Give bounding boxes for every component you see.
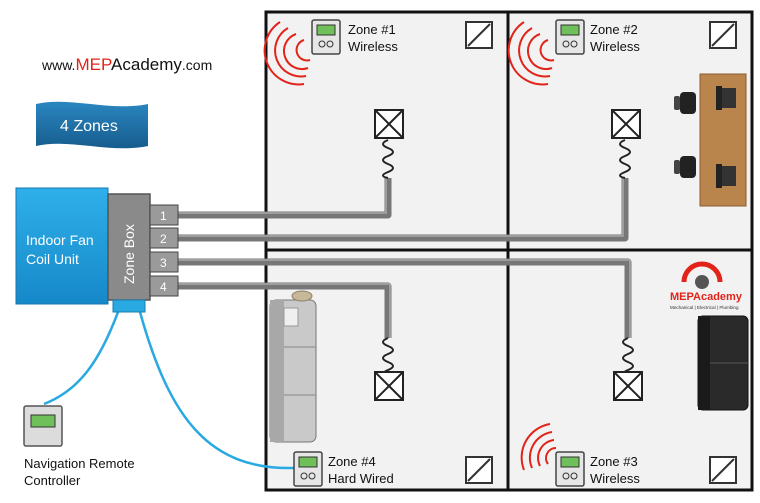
port-label: 3 [160,256,167,270]
port-label: 4 [160,280,167,294]
duct-zone-4 [178,282,392,338]
banner-label: 4 Zones [60,118,118,135]
diffusers [374,109,643,401]
thermostat-icon [311,19,341,55]
zone-2-type: Wireless [590,39,640,54]
zone-box-ports: 1 2 3 4 [149,204,179,297]
fan-coil-line-2: Coil Unit [26,251,79,267]
logo-subtitle: Mechanical | Electrical | Plumbing [670,305,739,310]
floor-plan [264,10,754,492]
wireless-signal-icon [520,423,557,471]
diffuser-icon [374,371,404,401]
duct-zone-1 [178,178,392,219]
switch-icon [465,456,493,484]
remote-line-1: Navigation Remote [24,456,135,471]
flex-coil [382,139,394,179]
fan-coil-unit: Indoor Fan Coil Unit [15,187,109,305]
website-academy: Academy [111,55,182,74]
wireless-signals [263,21,557,471]
remote-controller-icon [23,405,63,447]
control-wires [43,311,295,470]
office-chair-icon [674,156,696,178]
diffuser-icon [611,109,641,139]
website-label: www.MEPAcademy.com [41,55,212,74]
zone-box-connector [112,299,146,313]
website-www: www. [41,57,75,73]
zone-3-name: Zone #3 [590,454,638,469]
sofa-icon [269,290,317,443]
zone-2-name: Zone #2 [590,22,638,37]
diffuser-icon [374,109,404,139]
switch-icon [709,21,737,49]
thermostats [23,19,585,487]
duct-zone-3 [178,258,632,338]
couch-icon [697,315,749,411]
zone-box: Zone Box 1 2 3 4 [107,193,179,313]
zone-4-type: Hard Wired [328,471,394,486]
ducts [178,178,632,338]
switch-icon [465,21,493,49]
zone-1-name: Zone #1 [348,22,396,37]
flex-coil [619,139,631,179]
switch-icon [709,456,737,484]
thermostat-icon [293,451,323,487]
office-chair-icon [674,92,696,114]
mepacademy-logo: MEPAcademy Mechanical | Electrical | Plu… [670,261,743,310]
thermostat-icon [555,19,585,55]
zone-1-type: Wireless [348,39,398,54]
zone-labels: Zone #1 Wireless Zone #2 Wireless Zone #… [24,22,640,488]
diffuser-icon [613,371,643,401]
zone-3-type: Wireless [590,471,640,486]
flex-coil [622,337,634,377]
remote-wire [43,311,120,406]
wireless-signal-icon [263,21,311,86]
flex-coil [382,337,394,377]
wireless-signal-icon [507,21,555,86]
duct-zone-2 [178,178,629,242]
zone-box-label: Zone Box [121,224,137,284]
zone-4-name: Zone #4 [328,454,376,469]
flex-duct-coils [382,139,634,377]
zone-4-wire [138,311,295,470]
switch-icons [465,21,737,484]
zones-banner: 4 Zones [36,101,148,149]
remote-line-2: Controller [24,473,81,488]
port-label: 1 [160,209,167,223]
fan-coil-line-1: Indoor Fan [26,232,94,248]
desk-icon [699,73,747,207]
thermostat-icon [555,451,585,487]
logo-title: MEPAcademy [670,291,743,303]
website-mep: MEP [75,55,112,74]
website-com: .com [182,57,212,73]
port-label: 2 [160,232,167,246]
